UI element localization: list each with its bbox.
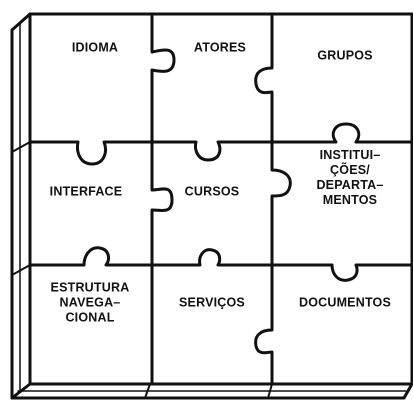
board-left-notch-2 (11, 264, 31, 276)
piece-label-instituicoes-line-4: MENTOS (323, 193, 377, 207)
piece-label-idioma: IDIOMA (72, 40, 118, 54)
piece-label-estrutura-line-1: ESTRUTURA (51, 280, 130, 294)
piece-label-estrutura-line-3: CIONAL (65, 310, 114, 324)
board-outline (28, 12, 413, 386)
piece-label-instituicoes-line-1: INSTITUI– (320, 148, 381, 162)
piece-label-servicos: SERVIÇOS (179, 295, 245, 309)
piece-label-estrutura-line-2: NAVEGA– (60, 295, 121, 309)
board-bottom-notch-1 (144, 383, 151, 399)
board-bottom-notch-2 (267, 383, 273, 399)
seam-vertical-1 (150, 12, 176, 386)
seam-vertical-2 (254, 12, 292, 386)
board-left-side (10, 12, 32, 400)
piece-label-grupos: GRUPOS (317, 48, 372, 62)
piece-label-cursos: CURSOS (185, 184, 240, 198)
piece-label-documentos: DOCUMENTOS (299, 295, 391, 309)
seam-horizontal-2 (28, 246, 413, 282)
board-left-notch-1 (11, 141, 31, 153)
piece-label-instituicoes-line-3: DEPARTA– (316, 178, 383, 192)
piece-label-instituicoes-line-2: ÇÕES/ (330, 162, 370, 177)
seam-horizontal-1 (28, 122, 413, 166)
piece-label-atores: ATORES (194, 40, 246, 54)
board-bottom-side (10, 382, 413, 400)
piece-label-interface: INTERFACE (50, 184, 123, 198)
